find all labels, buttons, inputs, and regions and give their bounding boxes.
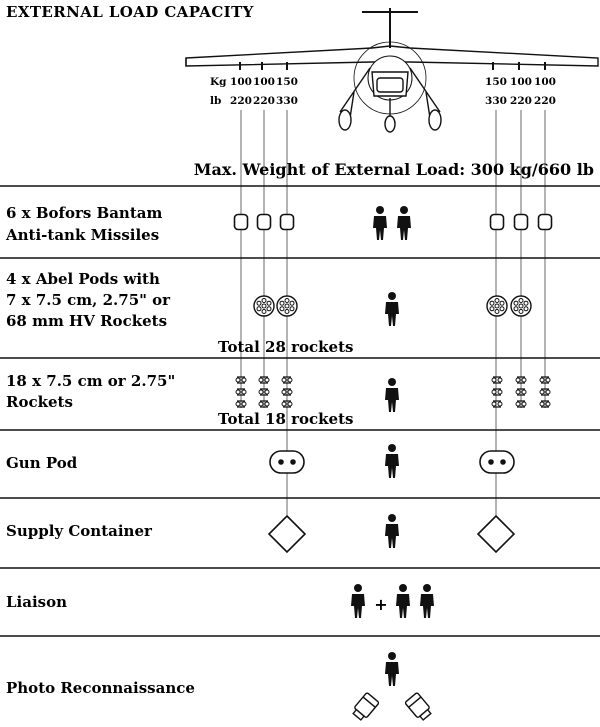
row-liaison-label: Liaison [6,593,67,611]
row-abel-label-3: 68 mm HV Rockets [6,312,167,330]
row-rockets-label-1: 18 x 7.5 cm or 2.75" [6,372,175,390]
supply-container-icons [267,514,516,554]
page-title: EXTERNAL LOAD CAPACITY [6,3,254,21]
crew-icon-row-3 [385,378,399,412]
right-hardpoint-1-lb: 330 [485,95,507,107]
gun-pod-icons [269,450,515,474]
aircraft-icon [185,8,599,133]
row-photo-label: Photo Reconnaissance [6,679,195,697]
right-hardpoint-3-lb: 220 [534,95,556,107]
left-hardpoint-3-kg: 150 [276,76,298,88]
crew-icon-row-1 [373,206,411,240]
row-bantam-label-2: Anti-tank Missiles [5,226,159,244]
row-bantam-label-1: 6 x Bofors Bantam [6,204,162,222]
right-hardpoint-2-lb: 220 [510,95,532,107]
left-hardpoint-1-kg: 100 [230,76,252,88]
camera-icons [352,692,432,721]
crew-icon-row-4 [385,444,399,478]
right-hardpoint-2-kg: 100 [510,76,532,88]
row-rockets-label-2: Rockets [6,393,73,411]
left-hardpoint-2-kg: 100 [253,76,275,88]
row-rockets-total: Total 18 rockets [218,410,353,428]
row-abel-total: Total 28 rockets [218,338,353,356]
left-hardpoint-1-lb: 220 [230,95,252,107]
crew-icon-row-2 [385,292,399,326]
row-dividers [0,185,600,637]
bantam-missile-icons [233,213,553,231]
right-hardpoint-1-kg: 150 [485,76,507,88]
left-hardpoint-3-lb: 330 [276,95,298,107]
left-hardpoint-2-lb: 220 [253,95,275,107]
row-gunpod-label: Gun Pod [6,454,78,472]
right-hardpoint-3-kg: 100 [534,76,556,88]
lb-label: lb [210,95,221,107]
liaison-plus-sign: + [374,595,387,614]
max-weight-label: Max. Weight of External Load: 300 kg/660… [194,160,594,179]
crew-icon-row-7 [385,652,399,686]
crew-icon-row-5 [385,514,399,548]
crew-icon-row-6 [351,584,434,618]
row-abel-label-1: 4 x Abel Pods with [6,270,160,288]
row-supply-label: Supply Container [6,522,153,540]
kg-label: Kg [210,76,227,88]
row-abel-label-2: 7 x 7.5 cm, 2.75" or [6,291,171,309]
